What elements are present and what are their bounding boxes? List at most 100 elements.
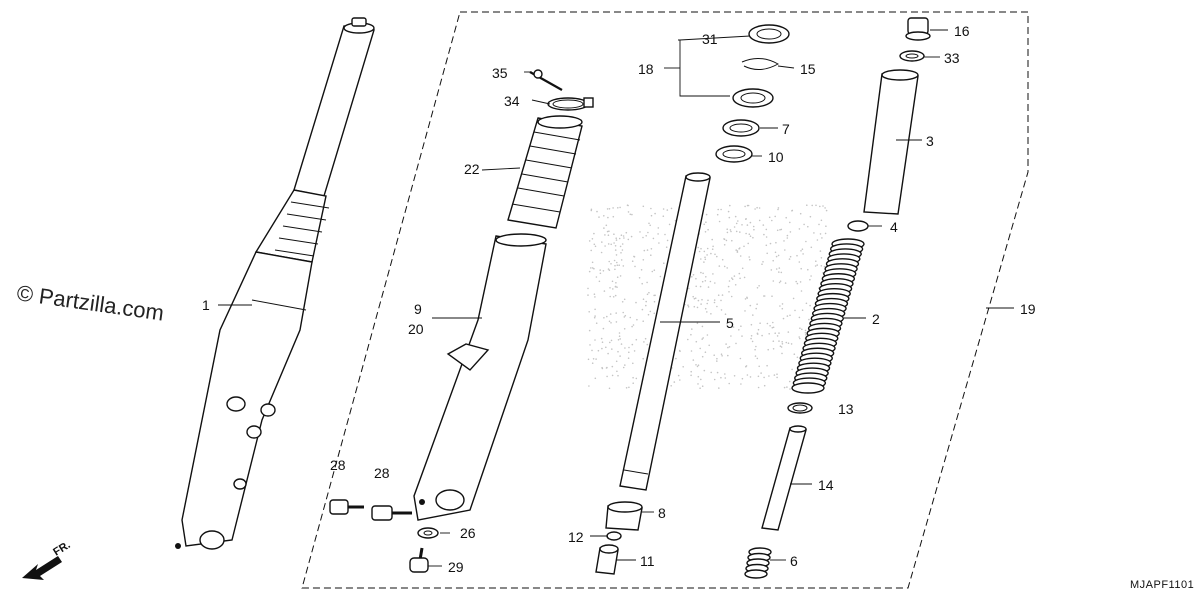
stipple-dot (697, 383, 699, 385)
oil-lock-piece-part (605, 501, 643, 531)
slider-bushing-part (715, 145, 753, 163)
stipple-dot (627, 238, 630, 241)
stipple-dot (690, 370, 692, 373)
stipple-dot (726, 231, 729, 234)
fork-cap-bolt-part (905, 17, 931, 41)
stipple-dot (701, 385, 704, 388)
stipple-dot (610, 263, 612, 265)
stipple-dot (687, 306, 690, 308)
stipple-dot (738, 329, 740, 331)
fork-assembly-part (175, 17, 375, 550)
stipple-dot (698, 250, 701, 253)
stipple-dot (755, 345, 757, 348)
callout-33: 33 (944, 50, 960, 66)
stipple-dot (633, 255, 635, 258)
stipple-dot (731, 277, 733, 279)
stipple-dot (778, 332, 780, 334)
stipple-dot (688, 287, 690, 290)
stipple-dot (658, 242, 660, 244)
stipple-dot (621, 249, 624, 251)
stipple-dot (666, 209, 669, 211)
stipple-dot (588, 270, 591, 273)
stipple-dot (653, 294, 655, 297)
stipple-dot (590, 249, 592, 252)
stipple-dot (687, 338, 689, 341)
stipple-dot (821, 237, 823, 239)
stipple-dot (723, 265, 726, 268)
stipple-dot (781, 303, 784, 305)
stipple-dot (598, 280, 601, 283)
stipple-dot (779, 305, 781, 307)
stipple-dot (721, 355, 723, 357)
stipple-dot (622, 235, 625, 237)
callout-19: 19 (1020, 301, 1036, 317)
stipple-dot (767, 348, 769, 351)
stipple-dot (769, 325, 771, 327)
stipple-dot (635, 301, 637, 304)
callout-11: 11 (640, 553, 655, 569)
stipple-dot (807, 268, 809, 271)
stipple-dot (772, 348, 775, 350)
stipple-dot (651, 270, 654, 273)
stipple-dot (611, 374, 614, 377)
stipple-dot (695, 340, 698, 343)
stipple-dot (710, 313, 712, 315)
stipple-dot (739, 255, 742, 257)
stipple-dot (707, 299, 709, 302)
stipple-dot (613, 259, 616, 262)
stipple-dot (691, 276, 693, 278)
stipple-dot (624, 364, 626, 366)
stipple-dot (627, 211, 630, 213)
stipple-dot (704, 351, 707, 354)
stipple-dot (704, 280, 707, 282)
stipple-dot (700, 247, 702, 250)
stipple-dot (608, 320, 611, 323)
stipple-dot (598, 216, 600, 218)
stipple-dot (806, 204, 808, 206)
stipple-dot (642, 205, 645, 208)
stipple-dot (619, 206, 621, 209)
stipple-dot (666, 239, 669, 242)
stipple-dot (693, 305, 696, 308)
stipple-dot (650, 214, 653, 217)
stipple-dot (787, 342, 790, 345)
stipple-dot (614, 294, 617, 297)
stipple-dot (608, 260, 610, 263)
stipple-dot (721, 294, 724, 296)
stipple-dot (755, 307, 757, 310)
stipple-dot (695, 364, 697, 366)
stipple-dot (763, 295, 766, 297)
stipple-dot (631, 343, 634, 346)
stipple-dot (749, 376, 752, 378)
stipple-dot (675, 357, 677, 360)
stipple-dot (801, 248, 804, 250)
stipple-dot (601, 347, 603, 350)
stipple-dot (643, 249, 646, 252)
stipple-dot (758, 365, 760, 368)
washer-26-part (417, 527, 439, 539)
stipple-dot (697, 364, 700, 367)
stipple-dot (646, 281, 648, 284)
stipple-dot (718, 387, 720, 389)
stipple-dot (695, 285, 697, 288)
stipple-dot (728, 291, 730, 293)
stipple-dot (617, 207, 619, 209)
stipple-dot (615, 254, 618, 256)
stipple-dot (590, 267, 592, 269)
stipple-dot (654, 212, 656, 215)
stipple-dot (716, 213, 719, 216)
stipple-dot (705, 213, 708, 216)
stipple-dot (595, 358, 597, 360)
stipple-dot (741, 224, 743, 226)
stipple-dot (809, 304, 811, 307)
stipple-dot (777, 254, 780, 257)
stipple-dot (700, 303, 702, 305)
stipple-dot (734, 215, 737, 218)
stipple-dot (718, 265, 721, 267)
stipple-dot (775, 268, 778, 270)
stipple-dot (711, 238, 713, 241)
stipple-dot (588, 329, 591, 332)
stipple-dot (748, 256, 750, 258)
stipple-dot (762, 224, 765, 226)
stipple-dot (754, 348, 756, 351)
